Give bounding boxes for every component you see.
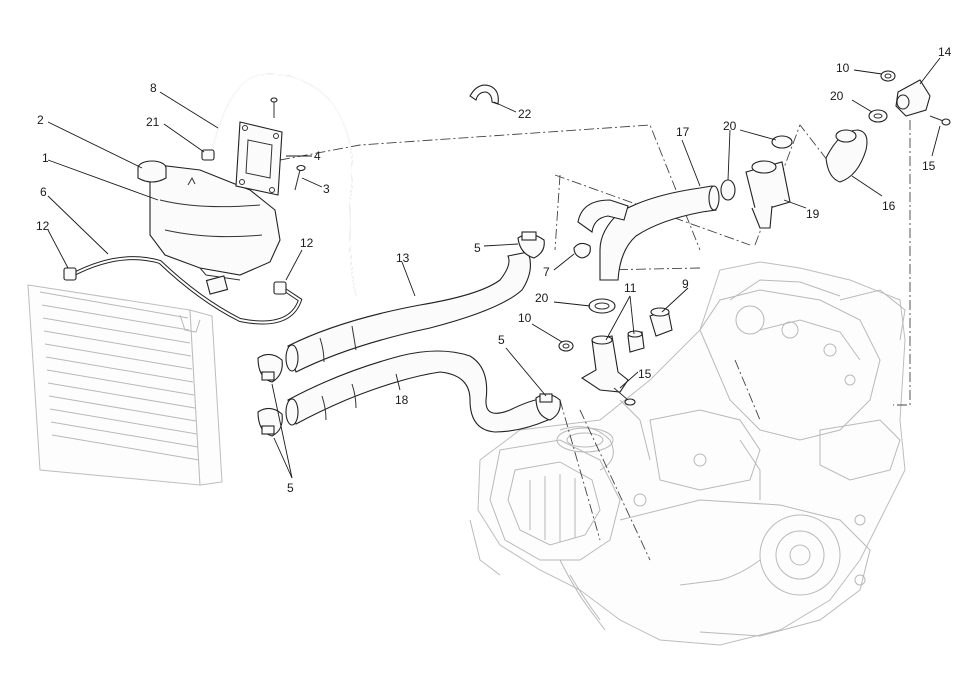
radiator (27, 284, 223, 486)
fitting-14 (895, 79, 931, 117)
clamp-20-right (868, 109, 888, 123)
callout-2: 2 (37, 113, 44, 127)
callout-15-center: 15 (638, 367, 652, 381)
callout-9: 9 (682, 277, 689, 291)
clamp-20-top-left (720, 179, 736, 201)
callout-17: 17 (676, 125, 690, 139)
callout-5-top: 5 (474, 241, 481, 255)
washer-10-top (880, 70, 896, 82)
callout-11: 11 (624, 281, 637, 295)
callout-13: 13 (396, 251, 410, 265)
engine-ghost (469, 261, 906, 646)
callout-10-top: 10 (836, 61, 850, 75)
callout-5-right: 5 (498, 333, 505, 347)
hose-6 (71, 256, 303, 325)
clamp-5-lower-left (257, 407, 283, 437)
callout-19: 19 (806, 207, 820, 221)
thermostat-housing (580, 335, 629, 393)
callout-7: 7 (543, 265, 550, 279)
callout-12-right: 12 (300, 236, 314, 250)
callout-21: 21 (146, 115, 160, 129)
clip-22 (469, 84, 499, 105)
callout-12-left: 12 (36, 219, 50, 233)
sensor-9 (649, 307, 673, 337)
callout-16: 16 (882, 199, 896, 213)
callout-6: 6 (40, 185, 47, 199)
callout-10-center: 10 (518, 311, 532, 325)
clamp-12-right (273, 281, 287, 295)
expansion-tank (149, 164, 281, 295)
clamp-21 (187, 149, 215, 186)
callout-20-right: 20 (830, 89, 844, 103)
clamp-5-upper-left (257, 353, 283, 383)
callout-22: 22 (518, 107, 532, 121)
clamp-5-right (535, 393, 561, 421)
callout-5-bottom: 5 (287, 481, 294, 495)
bolt-15-center (613, 387, 636, 406)
callout-3: 3 (323, 182, 330, 196)
screw-top (270, 97, 278, 118)
leader-lines (47, 57, 941, 479)
bracket-plate (235, 121, 283, 196)
valve-19 (745, 160, 791, 229)
hose-18 (285, 350, 549, 433)
clamp-7 (573, 242, 591, 259)
washer-10-center (558, 340, 574, 352)
callout-20-center: 20 (535, 291, 549, 305)
callout-4: 4 (314, 149, 321, 163)
bolt-15-top (929, 115, 951, 126)
clamp-5-top (517, 231, 545, 259)
tank-cap (137, 160, 167, 183)
screw-3 (294, 164, 306, 191)
hose-16 (825, 129, 868, 183)
callout-15-right: 15 (922, 159, 936, 173)
clamp-12-left (63, 267, 77, 281)
overflow-tube (211, 73, 357, 297)
clamp-20-top-right (771, 135, 793, 149)
sensor-11 (627, 330, 645, 353)
callout-labels: 1 2 3 4 5 5 5 6 7 8 9 10 10 11 12 12 13 … (36, 45, 952, 495)
clamp-20-center (588, 298, 616, 314)
callout-18: 18 (395, 393, 409, 407)
callout-1: 1 (42, 151, 49, 165)
callout-14: 14 (938, 45, 952, 59)
hose-17 (577, 185, 720, 281)
callout-8: 8 (150, 81, 157, 95)
callout-20-top: 20 (723, 119, 737, 133)
